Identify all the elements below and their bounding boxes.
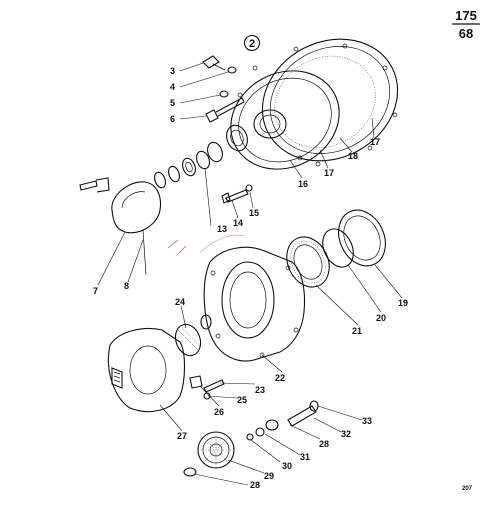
needle-bearing-24 [174,323,202,357]
callout-20: 20 [376,313,386,323]
housing-cover [230,38,399,170]
callout-30: 30 [282,461,292,471]
callout-13: 13 [217,224,227,234]
bolt-6 [205,97,245,123]
callout-33: 33 [362,416,372,426]
snap-ring-20 [322,228,354,268]
callout-25: 25 [237,395,247,405]
callout-29: 29 [264,471,274,481]
ring-24b [200,314,212,330]
pin-30-31 [246,419,279,441]
page-reference-top: 175 [455,8,477,23]
callout-5: 5 [170,98,175,108]
washer-28b [183,467,197,477]
callout-23: 23 [255,385,265,395]
callout-17b: 17 [370,137,380,147]
red-sketch-line [199,234,246,253]
planet-carrier-27 [107,327,186,413]
end-cover-7 [79,177,162,234]
callout-24: 24 [175,297,185,307]
callout-labels: 3 4 5 6 7 8 13 14 15 16 17 18 17 19 20 2… [93,66,408,490]
screw-8-shaft [142,229,147,276]
washer-4 [227,66,237,74]
bolt-23 [203,379,225,393]
bearing-stack-13 [154,124,248,189]
gear-29 [197,431,235,469]
callout-6: 6 [170,114,175,124]
callout-14: 14 [233,218,243,228]
callout-3: 3 [170,66,175,76]
callout-7: 7 [93,286,98,296]
callout-28a: 28 [319,439,329,449]
callout-19: 19 [398,298,408,308]
cap-screw-3 [202,55,226,71]
callout-8: 8 [124,281,129,291]
callout-26: 26 [214,407,224,417]
page-reference-bottom: 68 [459,26,473,41]
callout-27: 27 [177,431,187,441]
figure-code: 207 [462,486,473,492]
callout-28b: 28 [250,480,260,490]
shaft-32 [287,400,319,427]
group-marker-label: 2 [249,38,255,50]
callout-18: 18 [348,151,358,161]
callout-16: 16 [298,179,308,189]
leader-lines [97,62,403,486]
washer-5 [219,90,229,98]
seal-19 [338,209,386,267]
bolt-14 [221,189,249,204]
callout-32: 32 [341,429,351,439]
callout-15: 15 [249,208,259,218]
bearing-21 [286,236,330,288]
block-25 [189,375,203,389]
callout-4: 4 [170,82,175,92]
callout-17a: 17 [324,168,334,178]
red-sketch-mark [167,239,187,255]
callout-31: 31 [300,452,310,462]
callout-22: 22 [275,373,285,383]
callout-21: 21 [352,326,362,336]
page-reference: 175 68 [452,8,480,41]
main-housing-22 [203,246,306,362]
group-marker: 2 [243,34,261,52]
washer-15 [245,184,253,192]
